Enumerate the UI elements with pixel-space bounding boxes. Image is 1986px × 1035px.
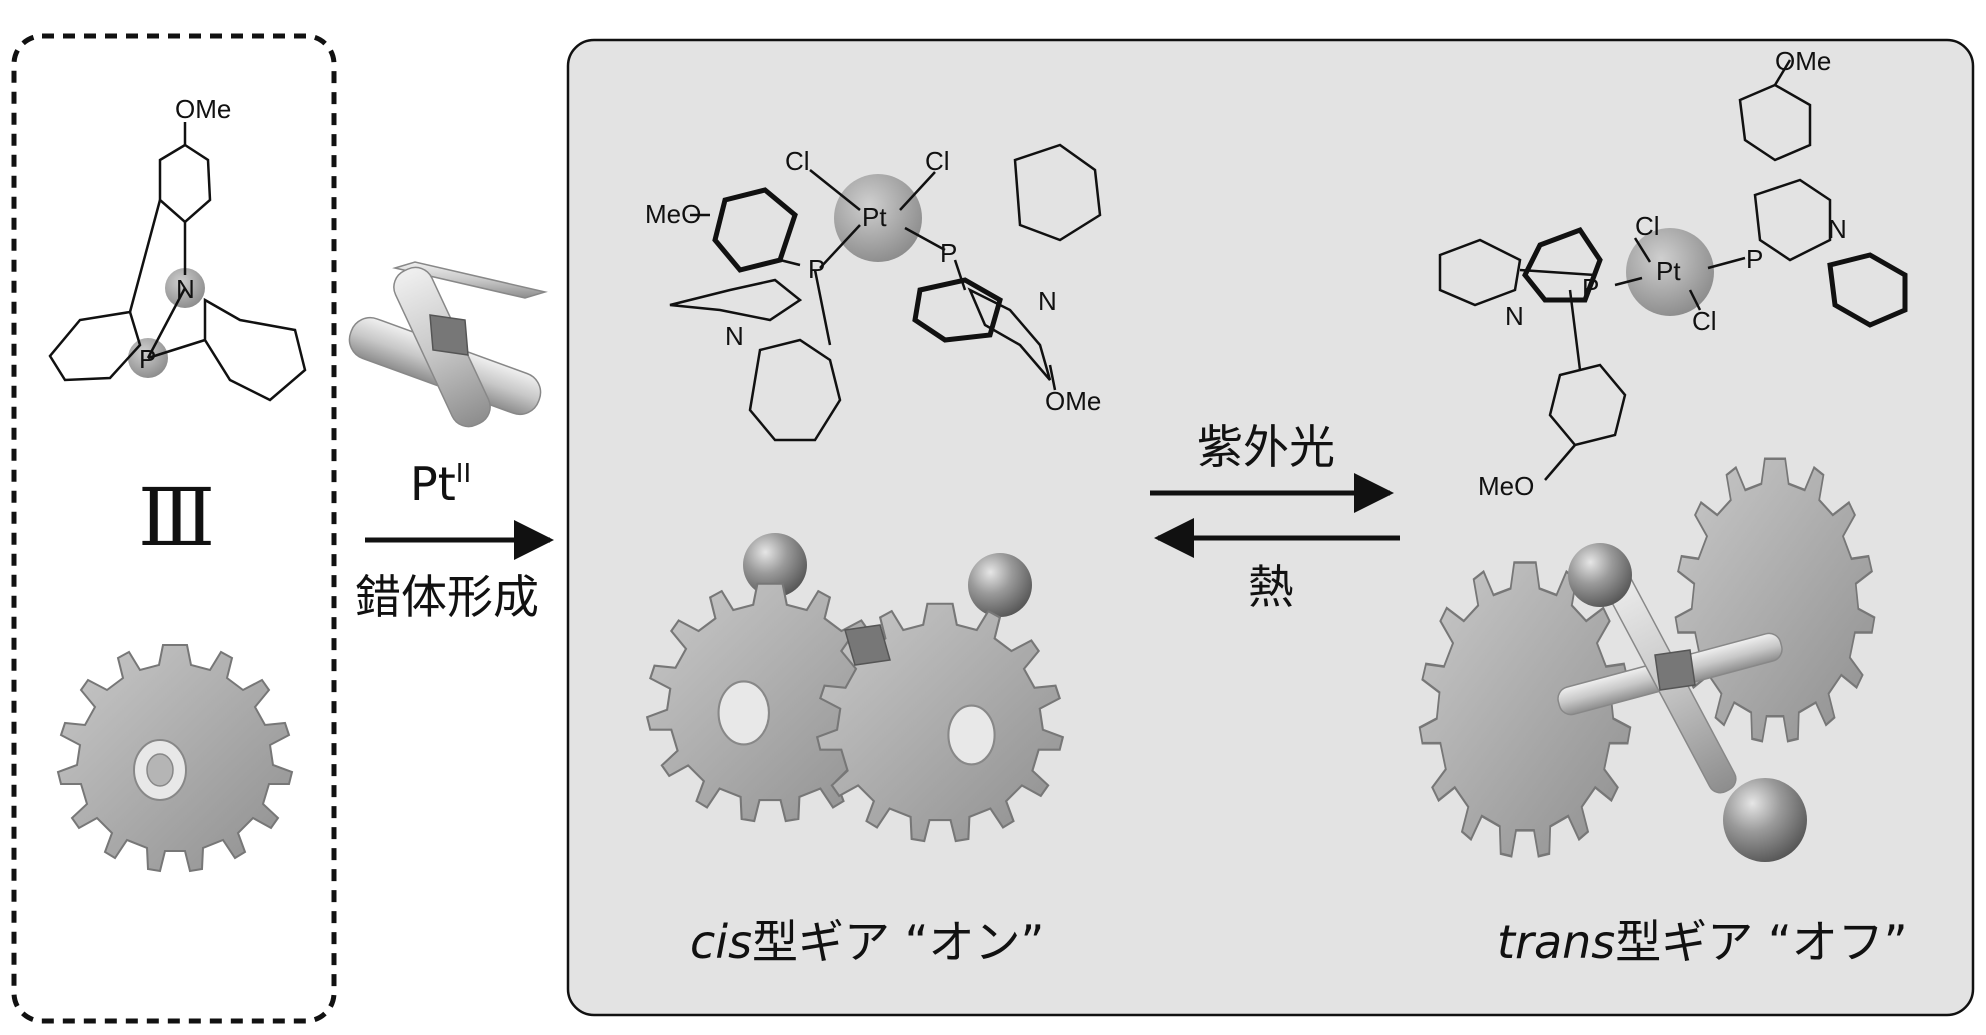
cis-cl2-label: Cl <box>925 146 950 176</box>
trans-meo-label: MeO <box>1478 471 1534 501</box>
ligand-structure <box>48 122 307 402</box>
pt-square-planar-block <box>348 261 548 428</box>
cis-n2-label: N <box>1038 286 1057 316</box>
cis-gear-model <box>646 533 1064 843</box>
trans-caption: trans型ギア “オフ” <box>1497 915 1908 969</box>
ligand-panel: OMe N P Ⅲ <box>11 33 337 1024</box>
trans-p1-label: P <box>1582 273 1599 303</box>
trans-complex-structure <box>1438 59 1908 481</box>
cis-cl1-label: Cl <box>785 146 810 176</box>
ligand-p-label: P <box>139 344 156 374</box>
ligand-ome-label: OMe <box>175 94 231 124</box>
cis-caption: cis型ギア “オン” <box>690 915 1044 969</box>
ligand-gear-model <box>56 644 294 873</box>
equivalence-symbol: Ⅲ <box>138 471 215 564</box>
trans-p2-label: P <box>1746 244 1763 274</box>
cis-p2-label: P <box>940 238 957 268</box>
cis-ome-label: OMe <box>1045 386 1101 416</box>
complexation-step: PtII 錯体形成 <box>355 457 554 624</box>
trans-cl2-label: Cl <box>1692 306 1717 336</box>
trans-ome-label: OMe <box>1775 46 1831 76</box>
cis-complex-structure <box>669 143 1102 442</box>
pt-label: PtII <box>410 457 471 511</box>
cis-pt-label: Pt <box>862 202 887 232</box>
trans-cl1-label: Cl <box>1635 211 1660 241</box>
reverse-label: 熱 <box>1248 560 1294 614</box>
trans-n2-label: N <box>1828 214 1847 244</box>
forward-label: 紫外光 <box>1197 420 1335 474</box>
complexation-label: 錯体形成 <box>355 570 539 624</box>
trans-n1-label: N <box>1505 301 1524 331</box>
cis-meo-label: MeO <box>645 199 701 229</box>
trans-gear-model <box>1418 457 1876 862</box>
equilibrium: 紫外光 熱 <box>1150 420 1400 614</box>
cis-n1-label: N <box>725 321 744 351</box>
cis-p1-label: P <box>808 254 825 284</box>
ligand-n-label: N <box>176 274 195 304</box>
trans-pt-label: Pt <box>1656 256 1681 286</box>
